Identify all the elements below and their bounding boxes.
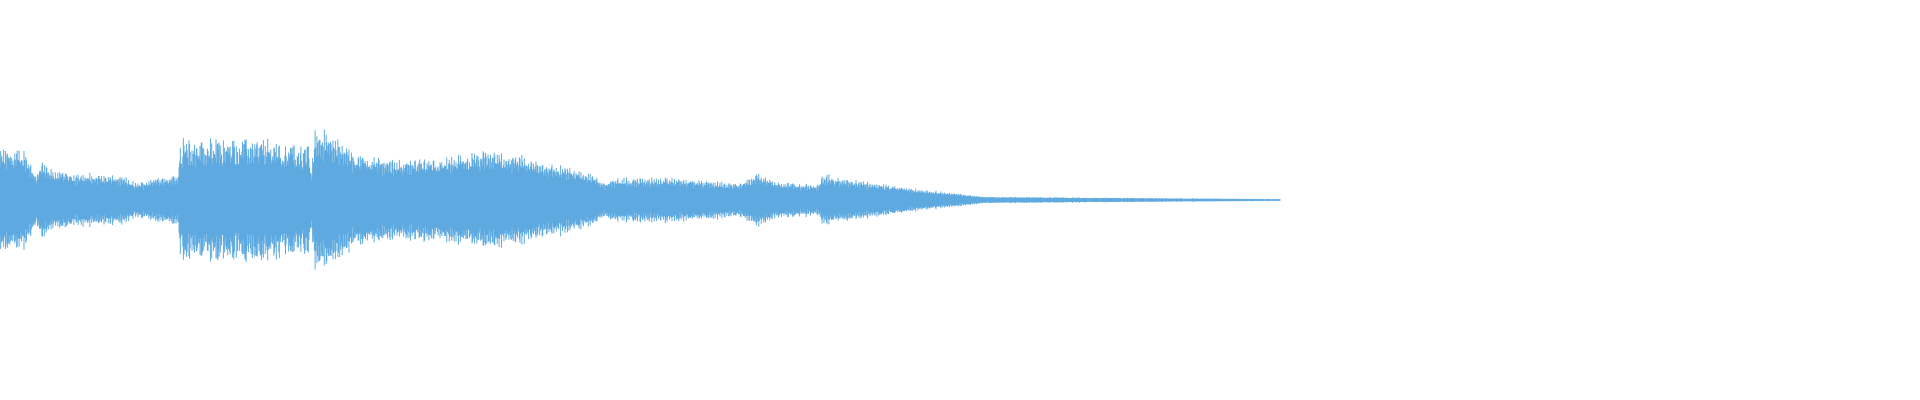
waveform-bars	[0, 129, 1281, 270]
waveform-path	[0, 129, 1281, 270]
